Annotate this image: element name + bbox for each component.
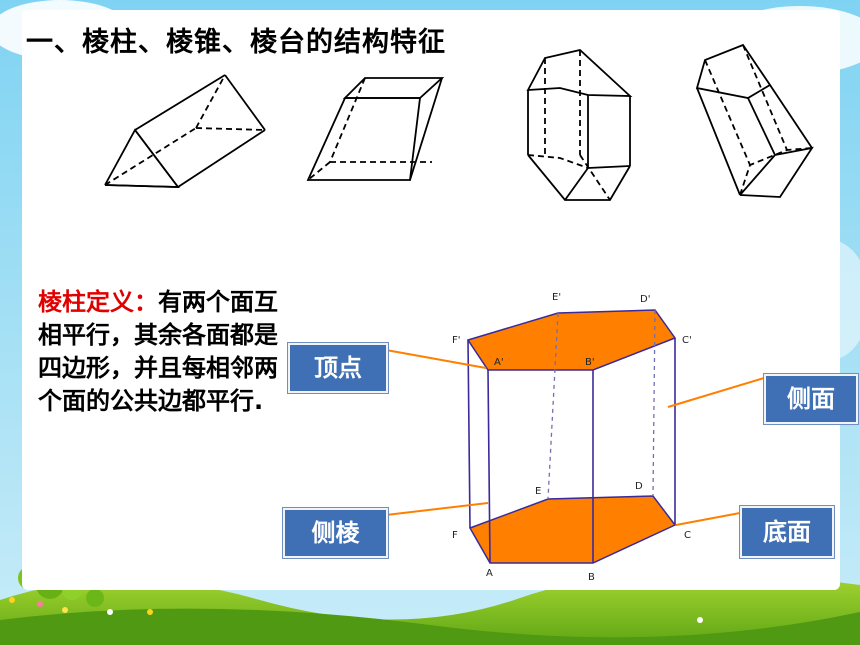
vertex-label-f: F [452, 530, 458, 541]
vertex-label-c-top: C' [682, 335, 692, 346]
vertex-label-b-top: B' [585, 357, 595, 368]
vertex-label-c: C [684, 530, 691, 541]
callout-pointers [385, 349, 765, 526]
bottom-face [468, 495, 677, 564]
callout-lateral-edge: 侧棱 [283, 508, 388, 558]
vertex-label-b: B [588, 572, 595, 583]
vertex-label-e-top: E' [552, 292, 561, 303]
callout-base: 底面 [740, 506, 834, 558]
vertex-label-a: A [486, 568, 493, 579]
vertex-label-e: E [535, 486, 541, 497]
callout-vertex: 顶点 [288, 343, 388, 393]
parallelepiped-figure [306, 77, 445, 181]
page-title: 一、棱柱、棱锥、棱台的结构特征 [26, 27, 446, 58]
prism-definition: 棱柱定义：有两个面互相平行，其余各面都是四边形，并且每相邻两个面的公共边都平行. [38, 286, 278, 418]
labeled-hexagonal-prism: F' E' D' C' A' B' E D F C A B [452, 292, 692, 583]
vertex-label-a-top: A' [494, 357, 504, 368]
triangular-prism-figure [104, 74, 266, 188]
vertex-label-d: D [635, 481, 643, 492]
definition-body: 有两个面互相平行，其余各面都是四边形，并且每相邻两个面的公共边都平行. [38, 288, 278, 415]
definition-term: 棱柱定义： [38, 288, 158, 316]
callout-lateral-face: 侧面 [764, 374, 858, 424]
hexagonal-prism-figure [526, 49, 633, 201]
vertex-label-d-top: D' [640, 294, 650, 305]
vertex-label-f-top: F' [452, 335, 461, 346]
pentagonal-prism-figure [695, 43, 814, 198]
